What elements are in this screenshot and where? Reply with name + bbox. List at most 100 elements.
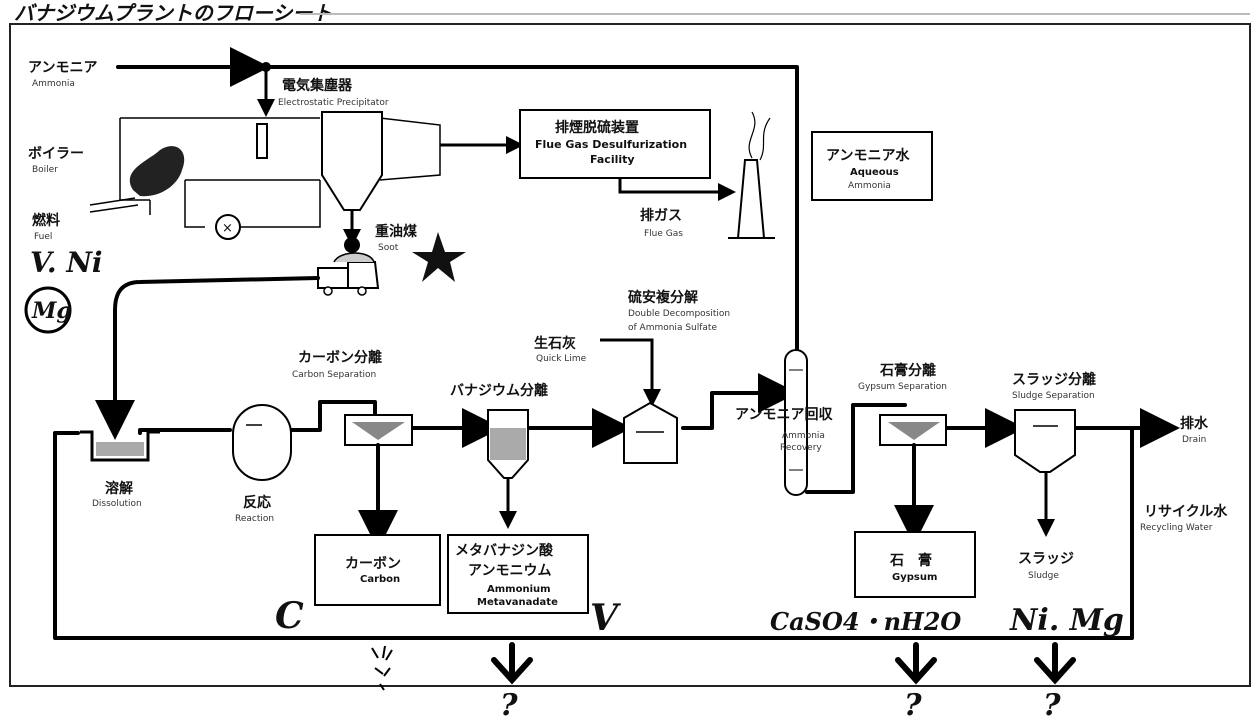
svg-text:スラッジ分離: スラッジ分離 xyxy=(1012,371,1096,388)
main-process-line-a xyxy=(138,428,232,435)
svg-text:Ammonia: Ammonia xyxy=(32,79,75,89)
reaction-to-carbon-line xyxy=(290,400,377,432)
sludge-down-arrow xyxy=(1034,642,1076,685)
svg-text:Aqueous: Aqueous xyxy=(850,167,899,178)
fuel-label: 燃料 Fuel xyxy=(32,212,60,242)
gypsum-question-mark: ? xyxy=(904,688,922,723)
svg-text:石膏分離: 石膏分離 xyxy=(879,362,936,379)
truck-icon xyxy=(317,252,380,296)
vanadium-liquid xyxy=(490,428,526,460)
ammonia-recovery-label: アンモニア回収 Ammonia Recovery xyxy=(735,406,833,453)
svg-text:石 膏: 石 膏 xyxy=(889,552,932,569)
svg-text:Flue Gas: Flue Gas xyxy=(644,229,683,239)
fan-duct xyxy=(184,180,321,228)
gypsum-product-label: 石 膏 Gypsum xyxy=(889,552,937,583)
svg-text:Ammonia: Ammonia xyxy=(782,431,825,441)
flue-gas-label: 排ガス Flue Gas xyxy=(640,207,683,239)
vanadium-separation-label: バナジウム分離 xyxy=(450,382,548,399)
fgd-to-stack-line xyxy=(618,178,736,201)
esp-label: 電気集塵器 Electrostatic Precipitator xyxy=(278,77,389,108)
amv-question-mark: ? xyxy=(500,688,518,723)
sludge-product-label: スラッジ Sludge xyxy=(1018,551,1074,581)
svg-text:Recovery: Recovery xyxy=(780,443,822,453)
gypsum-product-box xyxy=(854,531,976,598)
svg-text:Gypsum: Gypsum xyxy=(892,572,937,583)
svg-text:ボイラー: ボイラー xyxy=(28,146,84,162)
svg-text:Quick Lime: Quick Lime xyxy=(536,354,587,364)
svg-text:溶解: 溶解 xyxy=(105,480,133,497)
unknown-carbon-fate xyxy=(371,645,393,691)
star-doodle xyxy=(412,232,466,282)
flame-icon xyxy=(129,146,185,197)
reaction-label: 反応 Reaction xyxy=(235,494,274,524)
boiler-housing xyxy=(119,117,320,215)
svg-text:硫安複分解: 硫安複分解 xyxy=(628,289,698,306)
svg-text:排水: 排水 xyxy=(1180,415,1209,432)
svg-text:燃料: 燃料 xyxy=(32,212,60,229)
svg-text:リサイクル水: リサイクル水 xyxy=(1144,503,1228,520)
soot-collector xyxy=(344,237,360,253)
sludge-question-mark: ? xyxy=(1043,688,1061,723)
svg-text:アンモニア水: アンモニア水 xyxy=(826,147,910,164)
sludge-separation-label: スラッジ分離 Sludge Separation xyxy=(1012,371,1096,401)
svg-text:Flue Gas Desulfurization: Flue Gas Desulfurization xyxy=(535,138,687,151)
carbon-product-label: カーボン Carbon xyxy=(345,556,401,585)
double-decomposition-tank xyxy=(623,401,678,464)
svg-text:Ammonia: Ammonia xyxy=(848,181,891,191)
svg-text:スラッジ: スラッジ xyxy=(1018,551,1074,567)
sludge-separator xyxy=(1014,409,1076,473)
dissolution-tank xyxy=(80,430,160,462)
svg-text:Carbon: Carbon xyxy=(360,574,400,585)
svg-text:生石灰: 生石灰 xyxy=(534,335,576,352)
svg-text:Facility: Facility xyxy=(590,153,635,166)
quick-lime-label: 生石灰 Quick Lime xyxy=(534,335,587,364)
ammonia-supply-line xyxy=(116,65,799,357)
svg-text:Boiler: Boiler xyxy=(32,165,58,175)
svg-text:アンモニア回収: アンモニア回収 xyxy=(735,406,833,423)
diagram-frame xyxy=(9,23,1251,687)
esp-electrode xyxy=(256,123,268,159)
svg-text:カーボン分離: カーボン分離 xyxy=(298,349,382,366)
svg-text:Sludge: Sludge xyxy=(1028,571,1059,581)
chimney-icon xyxy=(728,111,775,239)
svg-text:排煙脱硫装置: 排煙脱硫装置 xyxy=(555,119,639,136)
svg-text:カーボン: カーボン xyxy=(345,556,401,572)
gypsum-down-arrow xyxy=(895,642,937,685)
amv-product-label: メタバナジン酸 アンモニウム Ammonium Metavanadate xyxy=(455,542,558,608)
fuel-mg-note: Mg xyxy=(31,298,72,324)
svg-text:of Ammonia Sulfate: of Ammonia Sulfate xyxy=(628,323,717,333)
fgd-label: 排煙脱硫装置 Flue Gas Desulfurization Facility xyxy=(535,119,687,166)
dissolution-label: 溶解 Dissolution xyxy=(92,480,142,509)
svg-text:Ammonium: Ammonium xyxy=(487,584,551,595)
svg-text:Double Decomposition: Double Decomposition xyxy=(628,309,730,319)
svg-text:反応: 反応 xyxy=(243,494,271,511)
sludge-metals-note: Ni. Mg xyxy=(1009,603,1124,638)
svg-text:Drain: Drain xyxy=(1182,435,1206,445)
reaction-vessel xyxy=(232,404,292,481)
svg-text:Fuel: Fuel xyxy=(34,232,52,242)
page-title: バナジウムプラントのフローシート xyxy=(14,1,332,25)
gypsum-formula-note: CaSO4・nH2O xyxy=(770,607,961,636)
svg-text:Dissolution: Dissolution xyxy=(92,499,142,509)
svg-text:排ガス: 排ガス xyxy=(640,207,682,224)
carbon-separator-cone xyxy=(352,422,405,440)
fan-symbol: × xyxy=(222,221,233,236)
carbon-note: C xyxy=(275,595,304,637)
soot-transport-line xyxy=(95,276,320,440)
svg-text:Electrostatic Precipitator: Electrostatic Precipitator xyxy=(278,98,389,108)
carbon-separation-label: カーボン分離 Carbon Separation xyxy=(292,349,382,380)
svg-text:重油煤: 重油煤 xyxy=(375,223,418,240)
recycling-water-line xyxy=(53,426,1134,640)
double-decomposition-label: 硫安複分解 Double Decomposition of Ammonia Su… xyxy=(628,289,730,333)
svg-text:Metavanadate: Metavanadate xyxy=(477,597,558,608)
quick-lime-line xyxy=(600,338,661,407)
amv-down-arrow xyxy=(491,642,533,685)
double-to-recovery-line xyxy=(681,373,798,430)
vanadium-note: V xyxy=(590,597,621,639)
fuel-pipe xyxy=(89,197,139,213)
drain-label: 排水 Drain xyxy=(1180,415,1209,445)
svg-text:Carbon Separation: Carbon Separation xyxy=(292,370,376,380)
svg-text:Reaction: Reaction xyxy=(235,514,274,524)
soot-label: 重油煤 Soot xyxy=(375,223,418,253)
